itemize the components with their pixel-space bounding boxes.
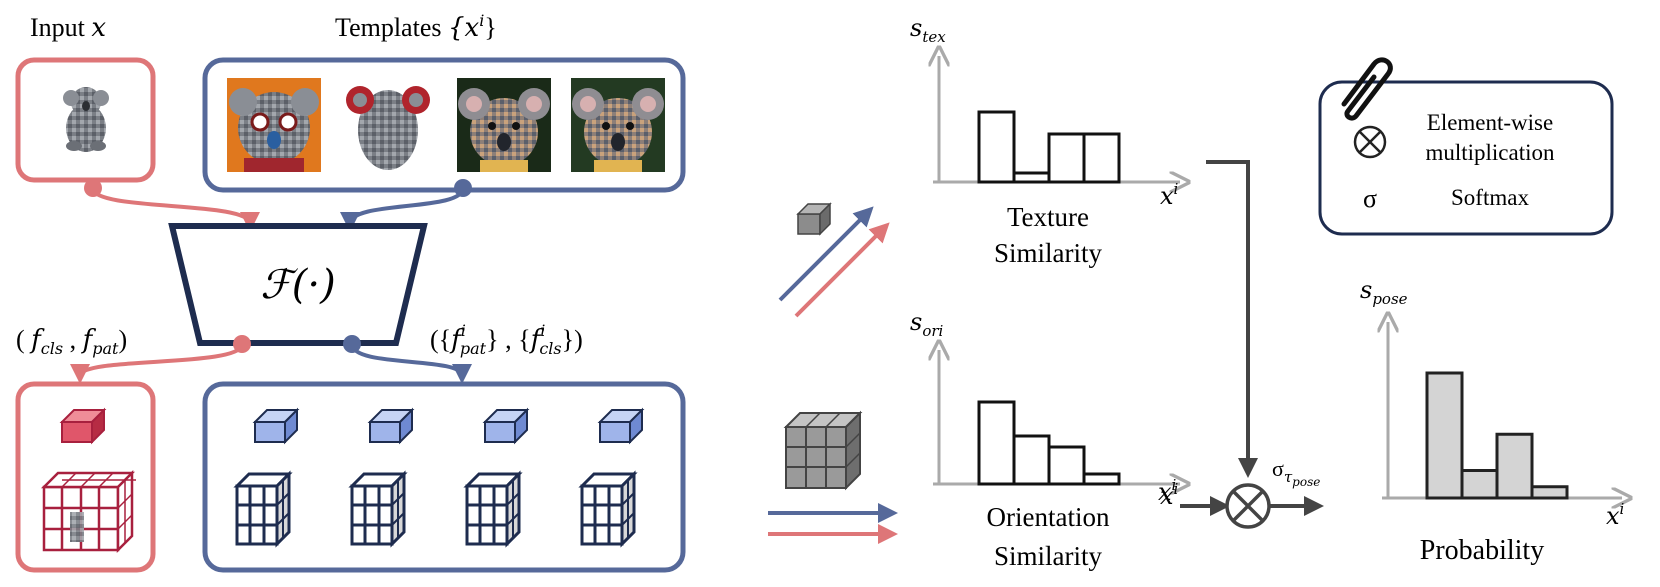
encoder-block: [168, 223, 428, 346]
patch-feature-icon: [783, 410, 863, 491]
probability-x-label: xi: [1606, 500, 1625, 530]
input-label: Input x: [30, 13, 106, 43]
probability-bar-1: [1425, 371, 1464, 500]
template-cls-token-cube-3: [484, 409, 528, 443]
orientation-similarity-chart: sori xi Orientation Similarity: [910, 308, 1180, 571]
texture-title-line1: Texture: [1007, 202, 1089, 232]
input-cls-token-cube: [59, 407, 107, 445]
templates-to-encoder-arrow: [340, 187, 465, 232]
input-features-label: ( fcls , fpat): [16, 325, 127, 358]
softmax-temperature-label: στpose: [1272, 456, 1320, 489]
texture-bar-1: [977, 110, 1016, 184]
template-cls-token-cube-2: [369, 409, 413, 443]
texture-x-label: xi: [1160, 180, 1179, 210]
input-to-encoder-arrow: [91, 187, 260, 232]
orientation-x-label: xi: [1160, 480, 1179, 510]
legend-softmax-symbol: σ: [1363, 184, 1377, 213]
legend-multiply-text-line2: multiplication: [1425, 140, 1555, 165]
texture-blue-arrow: [778, 206, 874, 302]
template-patch-cube-4: [580, 472, 636, 546]
orientation-bar-3: [1047, 445, 1086, 486]
legend-box: [1318, 80, 1614, 236]
template-cls-token-cube-4: [599, 409, 643, 443]
texture-to-multiply-arrow: [1206, 160, 1258, 478]
probability-bar-4: [1530, 485, 1569, 500]
encoder-to-input-features-arrow: [70, 343, 244, 384]
templates-connector-dot: [454, 179, 472, 197]
orientation-bars: [977, 400, 1121, 486]
template-image-3: [457, 78, 551, 172]
texture-bar-4: [1082, 132, 1121, 184]
orientation-title-line1: Orientation: [987, 502, 1110, 532]
texture-bars: [977, 110, 1121, 184]
template-image-2: [341, 78, 435, 172]
encoder-input-dot: [233, 335, 251, 353]
probability-title: Probability: [1420, 535, 1544, 566]
orientation-bar-1: [977, 400, 1016, 486]
paperclip-icon: [1341, 57, 1393, 121]
template-cls-token-cube-1: [254, 409, 298, 443]
orientation-title-line2: Similarity: [994, 541, 1103, 571]
input-patch-grid-cube: [40, 469, 136, 554]
encoder-template-dot: [343, 335, 361, 353]
probability-chart: spose xi Probability: [1360, 276, 1625, 566]
input-connector-dot: [84, 179, 102, 197]
legend-multiply-text-line1: Element-wise: [1427, 110, 1553, 135]
texture-red-arrow: [794, 222, 890, 318]
texture-bar-2: [1012, 171, 1051, 184]
legend-multiply-icon: [1353, 125, 1387, 159]
templates-label: Templates {xi}: [335, 11, 497, 43]
orientation-bar-4: [1082, 472, 1121, 486]
template-features-frame: [202, 381, 686, 573]
input-koala-image: [63, 87, 109, 152]
multiply-input-label: xi: [1158, 476, 1177, 506]
legend-softmax-text: Softmax: [1451, 185, 1529, 210]
orientation-bar-2: [1012, 434, 1051, 486]
template-patch-cube-2: [350, 472, 406, 546]
probability-bars: [1425, 371, 1569, 500]
texture-y-label: stex: [910, 14, 946, 46]
texture-title-line2: Similarity: [994, 238, 1103, 268]
input-features-frame: [15, 381, 156, 573]
templates-frame: [202, 57, 686, 193]
input-image-frame: [15, 57, 156, 183]
template-patch-cube-1: [235, 472, 291, 546]
orientation-y-label: sori: [910, 308, 944, 340]
probability-bar-3: [1495, 432, 1534, 500]
multiply-node-cross-b: [1231, 489, 1265, 523]
cls-feature-icon: [796, 202, 832, 236]
template-image-1: [227, 78, 321, 172]
probability-bar-2: [1460, 469, 1499, 500]
texture-bar-3: [1047, 132, 1086, 184]
texture-similarity-chart: stex xi Texture Similarity: [910, 14, 1180, 268]
encoder-symbol: ℱ(·): [260, 262, 335, 308]
template-image-4: [571, 78, 665, 172]
template-patch-cube-3: [465, 472, 521, 546]
probability-y-label: spose: [1360, 276, 1408, 308]
